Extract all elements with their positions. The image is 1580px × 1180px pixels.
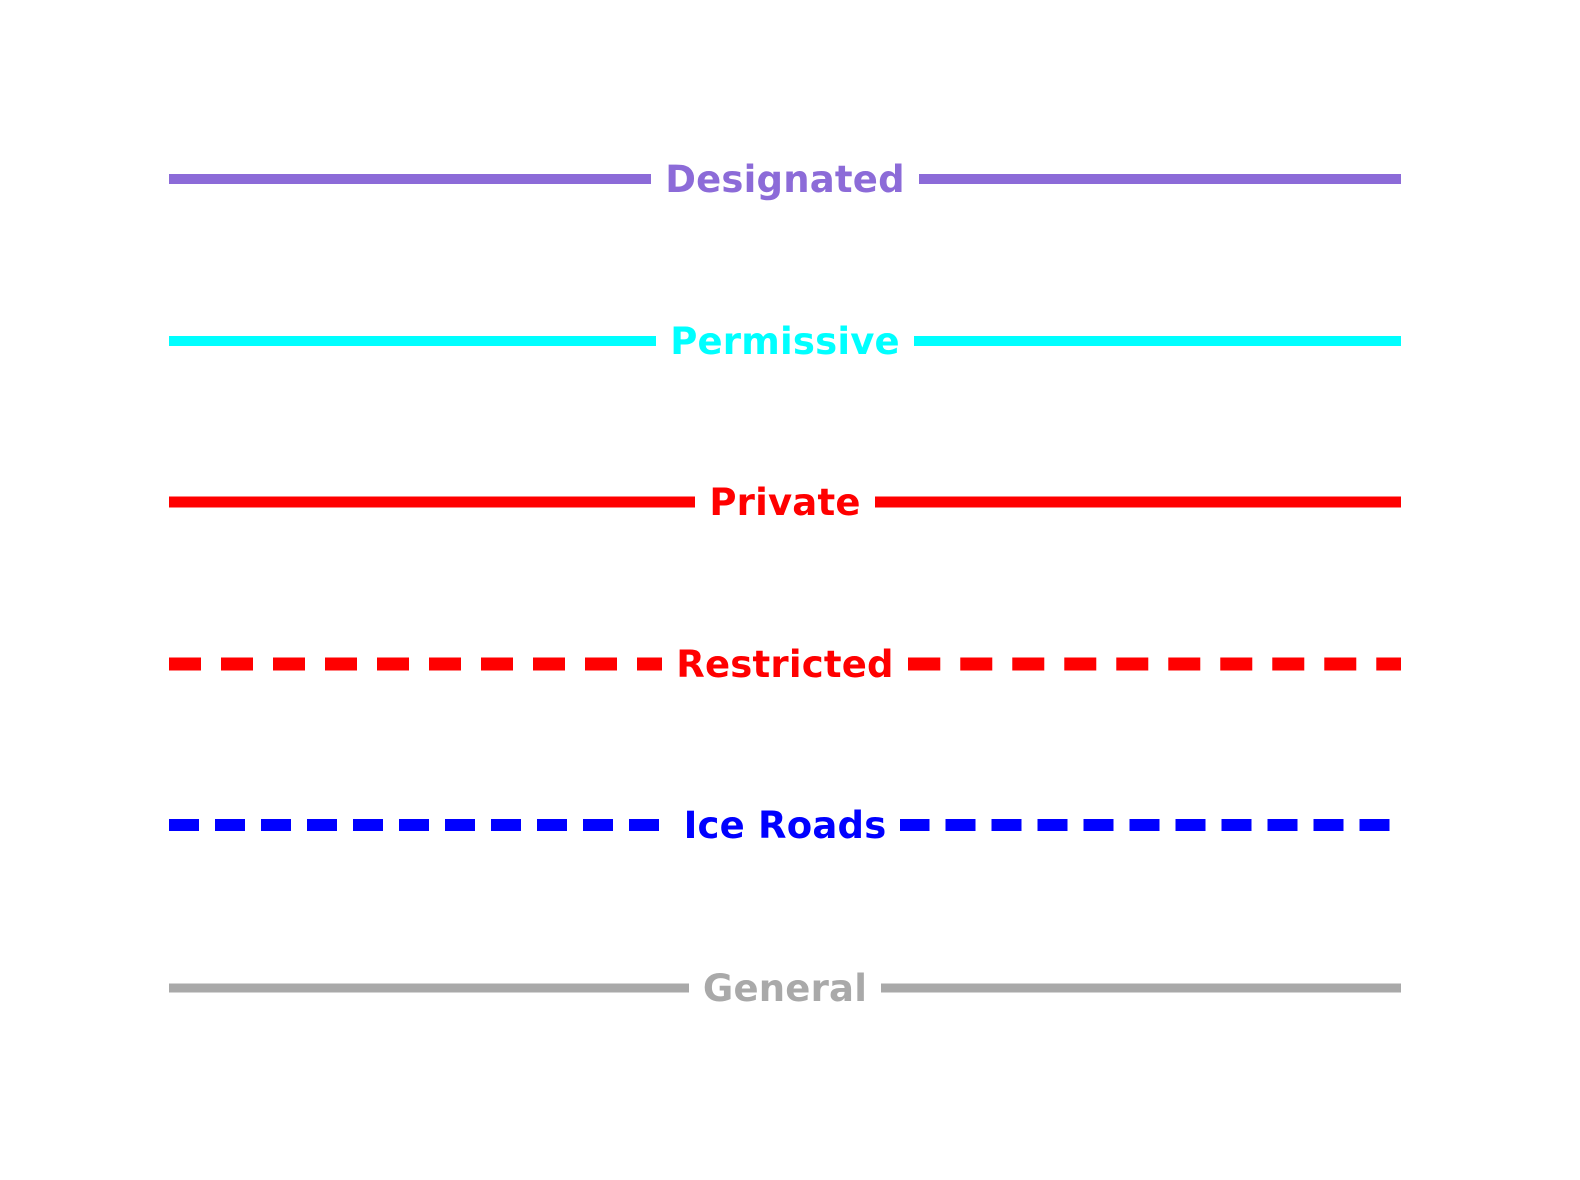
legend-label-private: Private: [709, 480, 861, 524]
legend-row-permissive: Permissive: [169, 311, 1401, 371]
legend-row-restricted: Restricted: [169, 634, 1401, 694]
legend-row-ice-roads: Ice Roads: [169, 795, 1401, 855]
legend-label-general: General: [702, 966, 868, 1010]
legend-row-private: Private: [169, 472, 1401, 532]
legend-label-restricted: Restricted: [676, 642, 894, 686]
legend-row-designated: Designated: [169, 149, 1401, 209]
legend-label-permissive: Permissive: [670, 319, 900, 363]
legend-row-general: General: [169, 958, 1401, 1018]
legend-label-designated: Designated: [665, 157, 905, 201]
legend-label-ice-roads: Ice Roads: [683, 803, 887, 847]
